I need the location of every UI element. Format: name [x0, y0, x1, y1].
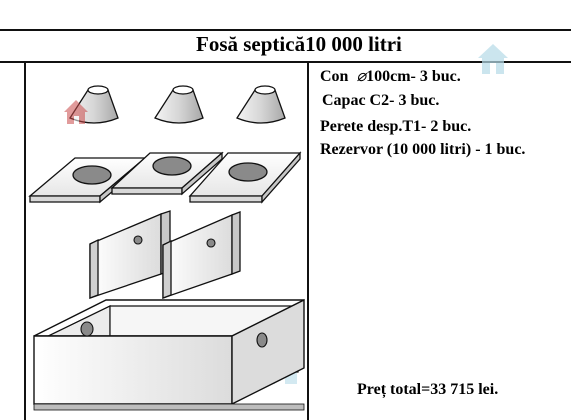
- list-item: Perete desp.T1- 2 buc.: [320, 118, 471, 136]
- partition-wall-2: [162, 211, 241, 299]
- list-item: Con ⌀100cm- 3 buc.: [320, 66, 461, 86]
- left-column-divider: [24, 63, 26, 420]
- header-rule: [0, 61, 571, 63]
- top-rule: [0, 29, 571, 31]
- house-watermark-icon: [64, 100, 88, 124]
- item-label: Con: [320, 68, 349, 85]
- list-item: Rezervor (10 000 litri) - 1 buc.: [320, 141, 525, 159]
- item-label: Capac C2- 3 buc.: [322, 92, 440, 109]
- middle-column-divider: [307, 63, 309, 420]
- cone-3: [236, 85, 286, 124]
- house-watermark-icon: [478, 44, 508, 74]
- cover-slab-2: [110, 151, 224, 196]
- list-item: Capac C2- 3 buc.: [322, 92, 439, 110]
- cone-2: [154, 85, 204, 124]
- item-text: 100cm- 3 buc.: [366, 68, 461, 85]
- item-label: Perete desp.T1- 2 buc.: [320, 118, 472, 135]
- item-label: Rezervor (10 000 litri) - 1 buc.: [320, 141, 526, 158]
- page-title: Fosă septică10 000 litri: [196, 32, 402, 56]
- cover-slab-3: [188, 151, 302, 204]
- diameter-symbol: ⌀: [356, 68, 367, 85]
- total-price: Preț total=33 715 lei.: [357, 381, 499, 398]
- partition-wall-1: [89, 210, 171, 299]
- tank-reservoir: [33, 298, 305, 411]
